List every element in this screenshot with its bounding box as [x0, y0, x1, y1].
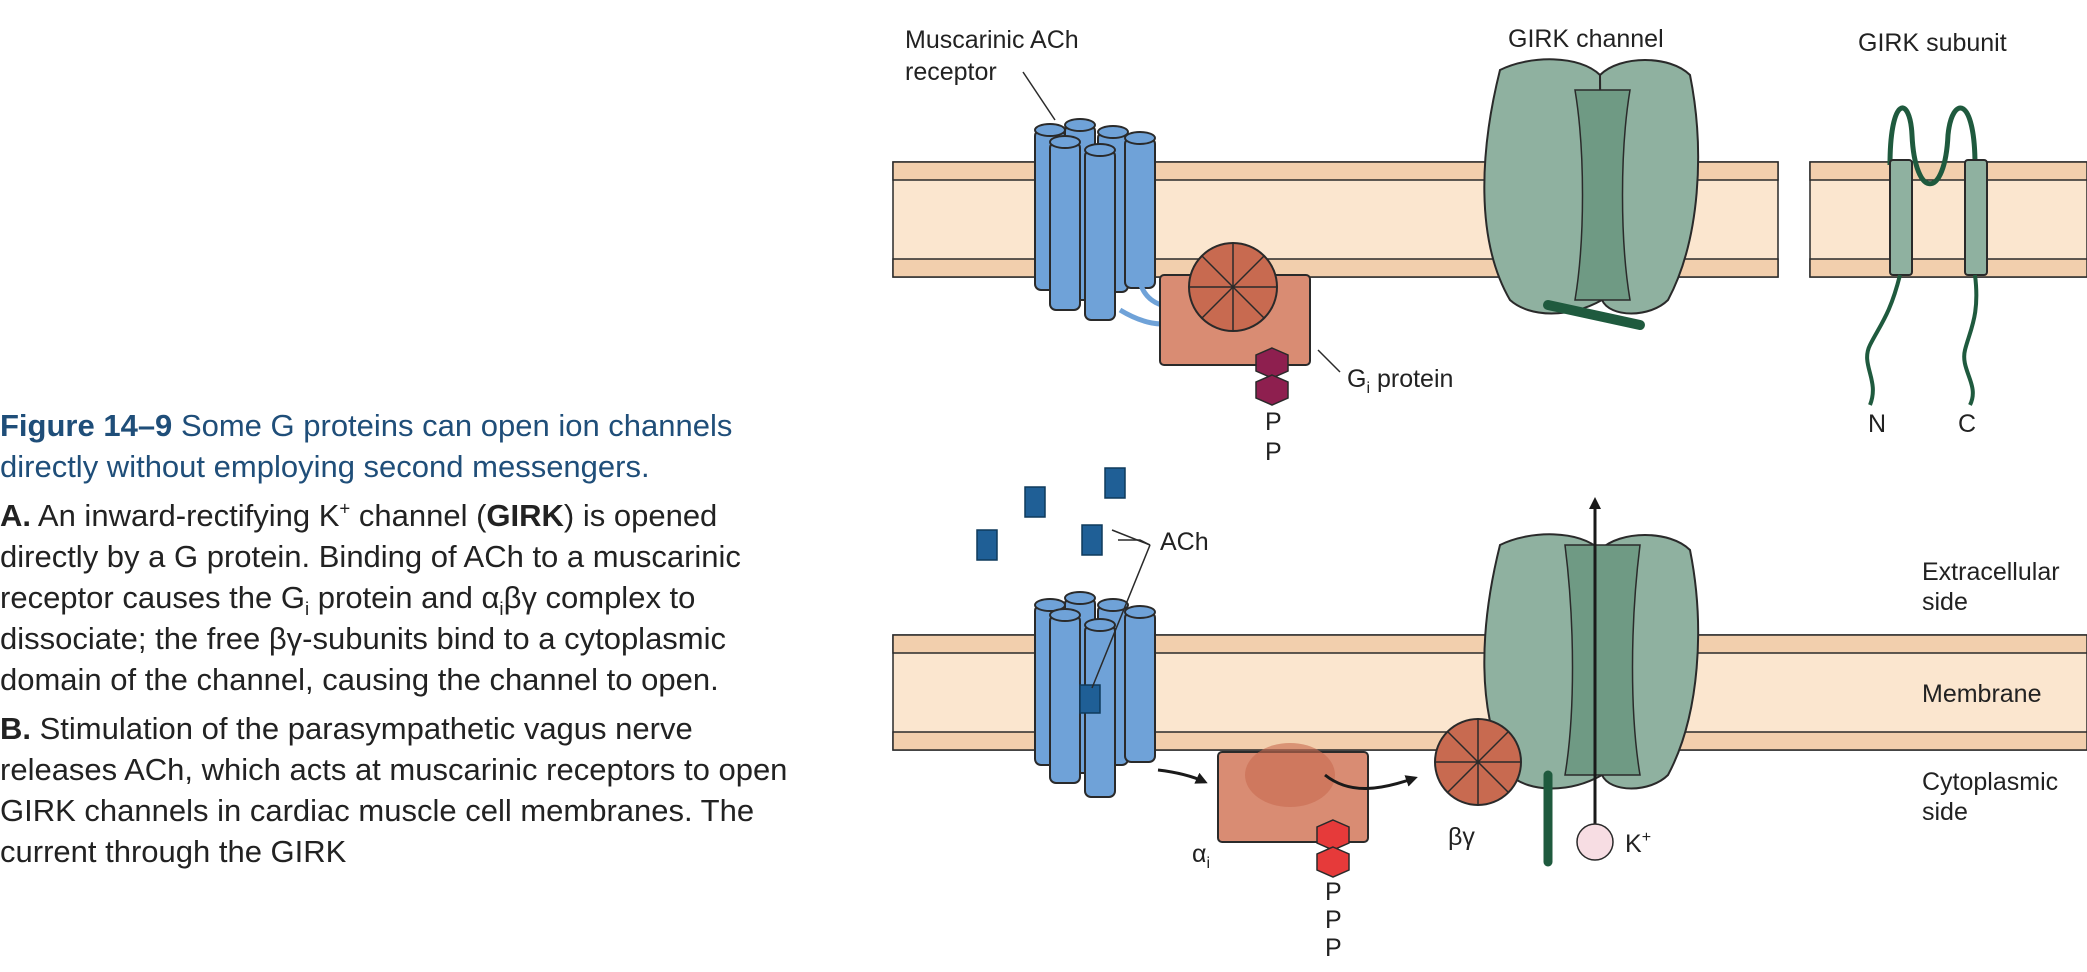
girk-channel-top: [1483, 58, 1700, 330]
gdp-top-2: [1255, 374, 1289, 406]
alpha-symbol: α: [1192, 840, 1206, 868]
ach-molecule: [1024, 486, 1046, 518]
gtp-1: [1316, 819, 1350, 851]
panel-b-label: B.: [0, 711, 31, 746]
gi-label-sub: i: [1366, 380, 1370, 397]
top-subunit-membrane: [1809, 161, 2087, 278]
phosphate-bottom-2: P: [1325, 906, 1342, 934]
girk-subunit: [1865, 105, 1988, 406]
beta-gamma-label: βγ: [1448, 823, 1475, 851]
panel-a-text-1: An inward-rectifying K: [37, 498, 340, 533]
alpha-sub: i: [1206, 855, 1210, 872]
dissociation-arrow-2: [1324, 773, 1418, 790]
caption-panel-b: B. Stimulation of the parasympathetic va…: [0, 708, 790, 872]
ach-molecules: [976, 467, 1126, 561]
panel-a-label: A.: [0, 498, 31, 533]
receptor-leader-line: [1022, 71, 1056, 121]
gdp-top-1: [1255, 347, 1289, 379]
cytoplasmic-label-1: Cytoplasmic: [1922, 768, 2058, 796]
girk-channel-label: GIRK channel: [1508, 25, 1664, 53]
beta-gamma-spokes: [1435, 719, 1521, 805]
gtp-2: [1316, 846, 1350, 878]
figure-title: Some G proteins can open ion channels di…: [0, 408, 733, 484]
bound-ach: [1079, 684, 1101, 714]
muscarinic-receptor-top: [1034, 118, 1156, 321]
panel-a-text-4: protein and α: [309, 580, 500, 615]
girk-channel-bottom: [1483, 497, 1700, 867]
alpha-i-subunit: [1217, 743, 1369, 878]
phosphate-bottom-1: P: [1325, 878, 1342, 906]
k-ion: [1576, 823, 1614, 861]
caption-panel-a: A. An inward-rectifying K+ channel (GIRK…: [0, 495, 790, 700]
muscarinic-receptor-bottom: [1034, 591, 1156, 798]
gi-label-prefix: G: [1347, 365, 1366, 393]
ach-leader-2: [1111, 529, 1151, 546]
panel-a-girk: GIRK: [486, 498, 564, 533]
panel-a-sup: +: [339, 497, 351, 519]
ach-label: ACh: [1160, 528, 1209, 556]
gi-protein-top: [1159, 242, 1311, 406]
panel-a-sub-2: i: [499, 598, 504, 620]
phosphate-bottom-3: P: [1325, 934, 1342, 962]
receptor-label-line2: receptor: [905, 58, 997, 86]
k-label-base: K: [1625, 830, 1642, 858]
ach-molecule: [1081, 524, 1103, 556]
phosphate-top-2: P: [1265, 438, 1282, 466]
panel-a-text-2: channel (: [350, 498, 487, 533]
channel-domain-top: [1543, 300, 1645, 330]
terminal-c-label: C: [1958, 410, 1976, 438]
ach-molecule: [976, 529, 998, 561]
dissociation-arrow-1: [1157, 768, 1208, 784]
k-label-sup: +: [1642, 829, 1651, 846]
gi-protein-label: Gi protein: [1347, 365, 1453, 397]
panel-b-text: Stimulation of the parasympathetic vagus…: [0, 711, 788, 869]
k-ion-label: K+: [1625, 829, 1651, 858]
caption-title: Figure 14–9 Some G proteins can open ion…: [0, 405, 790, 487]
terminal-n-label: N: [1868, 410, 1886, 438]
phosphate-top-1: P: [1265, 408, 1282, 436]
figure-number: Figure 14–9: [0, 408, 173, 443]
cytoplasmic-label-2: side: [1922, 798, 1968, 826]
extracellular-label-2: side: [1922, 588, 1968, 616]
receptor-label-line1: Muscarinic ACh: [905, 26, 1079, 54]
panel-a-sub-1: i: [305, 598, 310, 620]
extracellular-label-1: Extracellular: [1922, 558, 2060, 586]
ach-molecule: [1104, 467, 1126, 499]
gprotein-leader-line: [1317, 349, 1341, 373]
gi-label-suffix: protein: [1370, 365, 1453, 393]
panel-a-text-3: ) is opened directly by a G protein. Bin…: [0, 498, 741, 615]
panel-a-text-5: βγ complex to dissociate; the free βγ-su…: [0, 580, 727, 697]
girk-subunit-label: GIRK subunit: [1858, 29, 2007, 57]
figure-caption: Figure 14–9 Some G proteins can open ion…: [0, 405, 790, 880]
ach-leader-3: [1091, 544, 1151, 689]
alpha-i-label: αi: [1192, 840, 1210, 872]
membrane-label: Membrane: [1922, 680, 2042, 708]
